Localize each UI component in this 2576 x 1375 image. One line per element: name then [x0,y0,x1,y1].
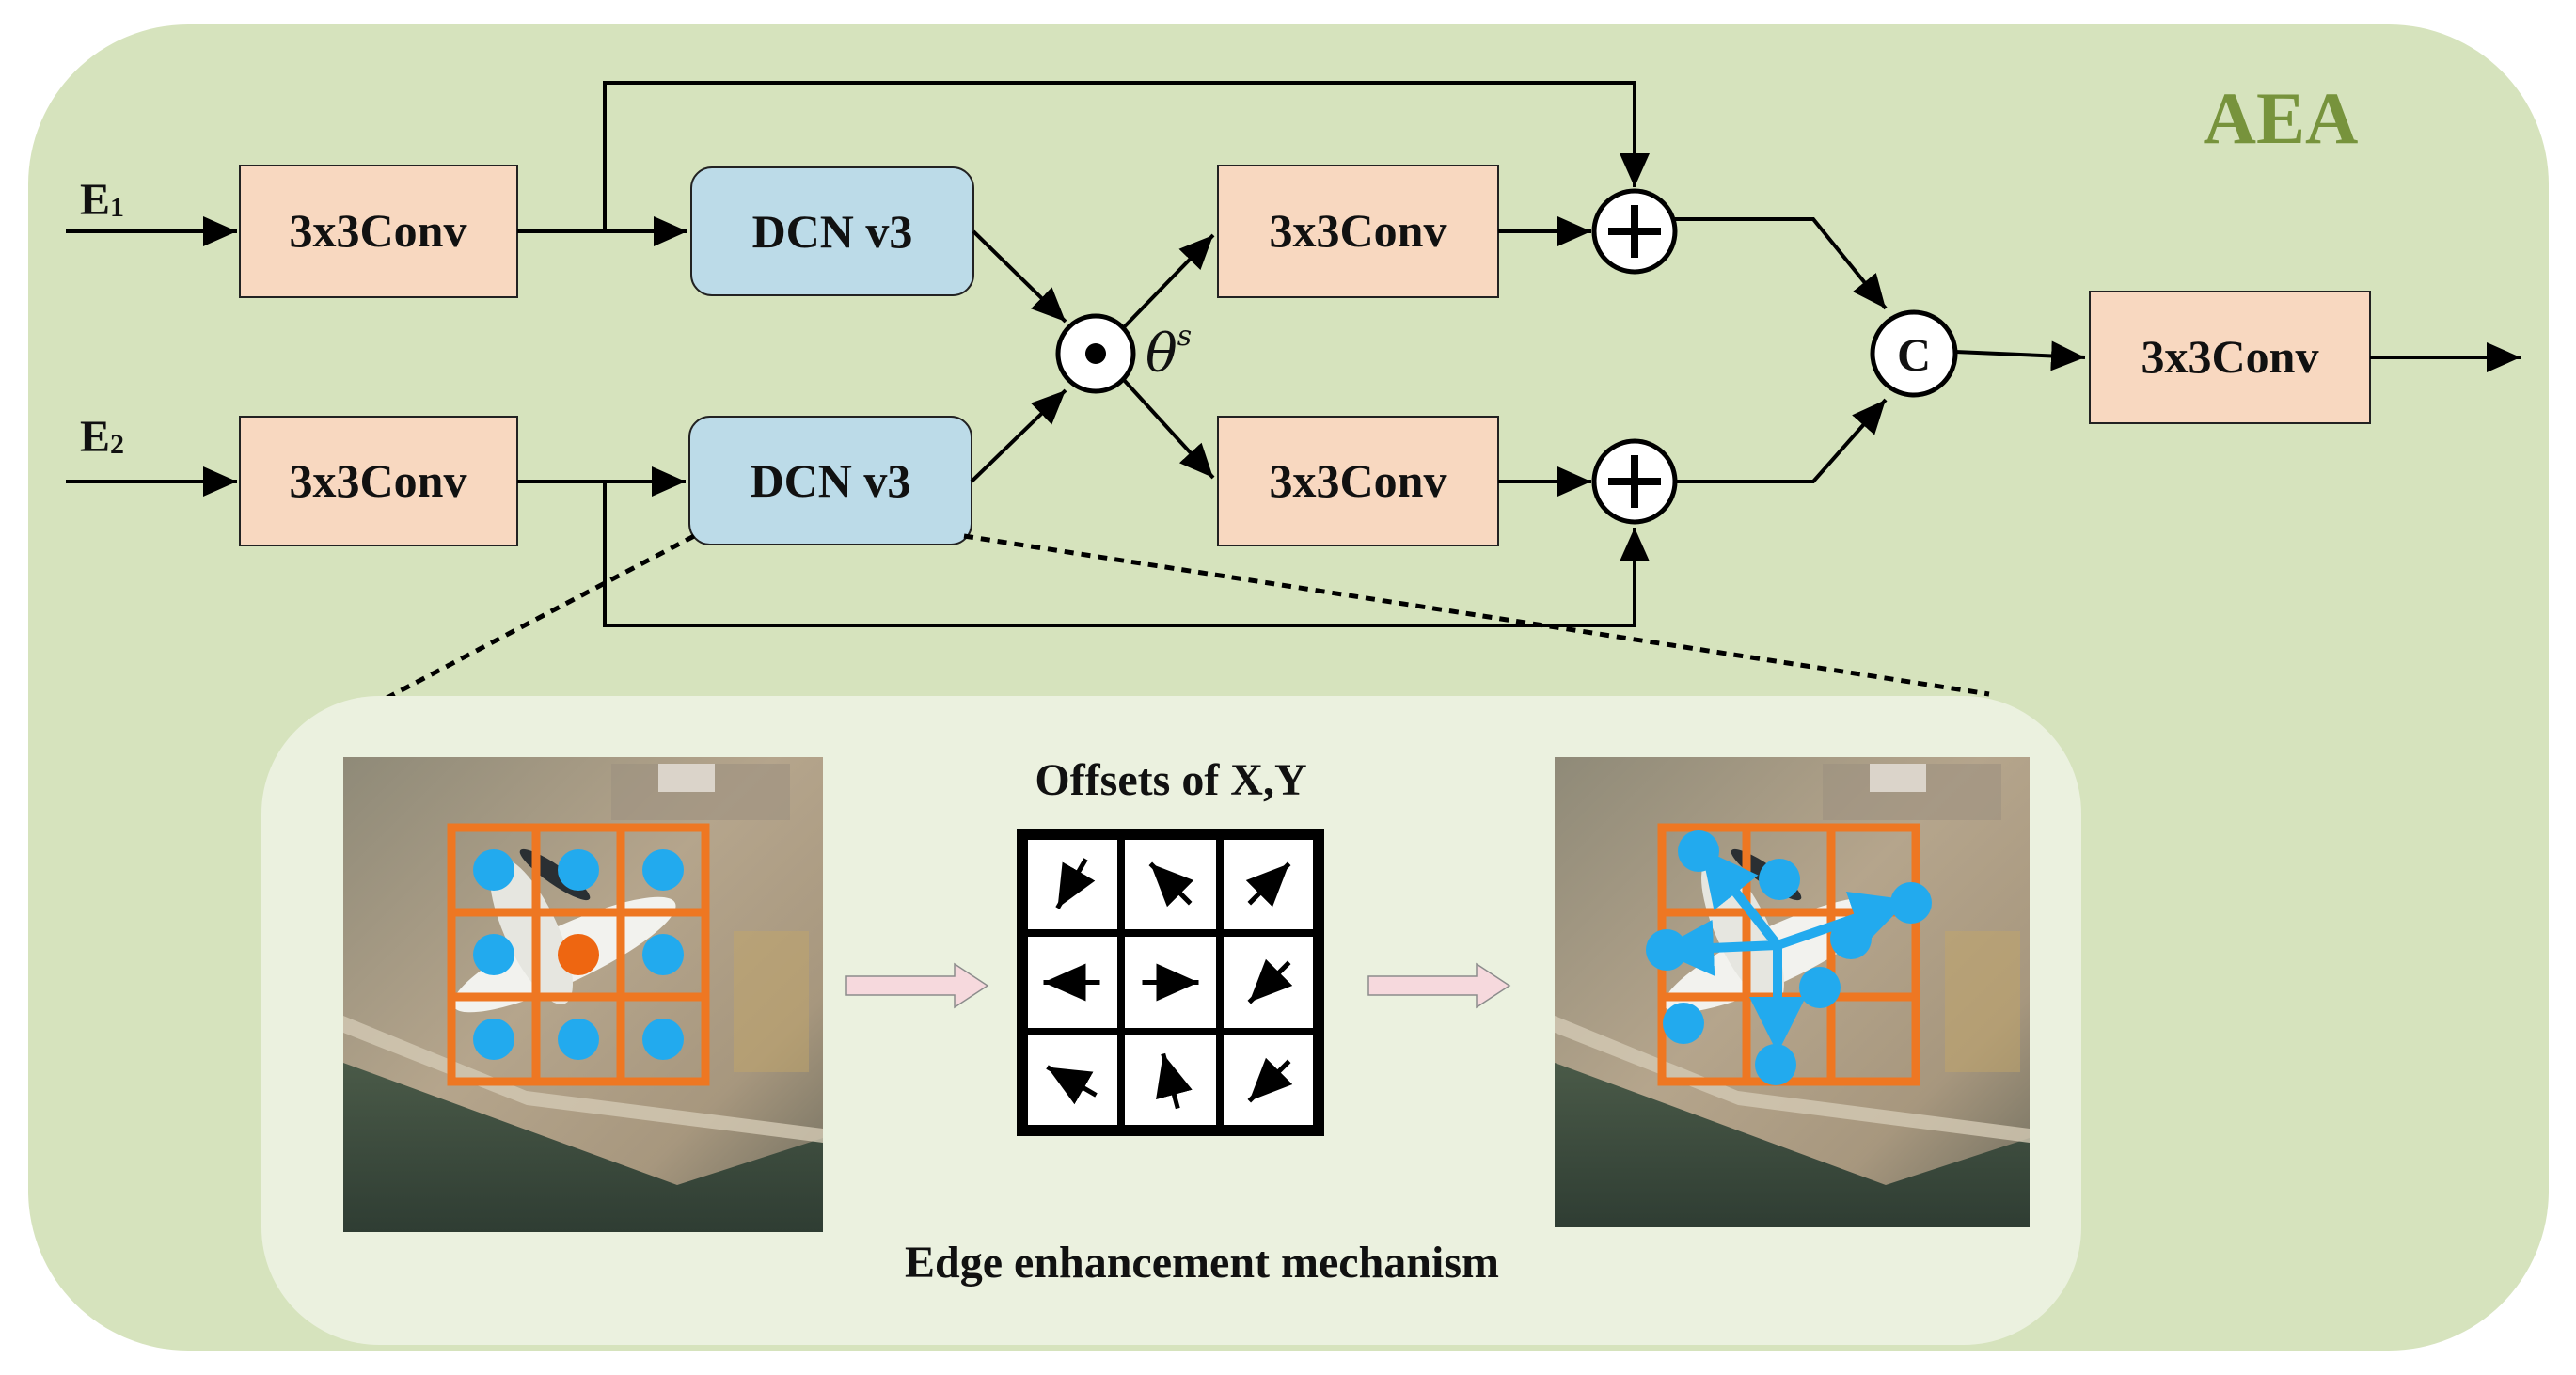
arrow-dcn2-dot [970,388,1067,483]
offset-arrow [1148,861,1194,908]
zoom-line-right [963,533,1990,697]
skip-top [603,81,1650,231]
svg-text:3x3Conv: 3x3Conv [2141,330,2319,383]
arrow-dot-conv4 [1122,378,1215,480]
offset-arrow [1055,858,1096,909]
sampling-points-right [1646,830,1932,1085]
offsets-title: Offsets of X,Y [1035,755,1306,805]
offset-arrow [1156,1052,1193,1110]
input-label-e2: E2 [80,412,124,462]
input-label-e1: E1 [80,175,124,225]
conv-box-1: 3x3Conv [239,165,518,298]
svg-text:3x3Conv: 3x3Conv [1270,454,1447,507]
offset-arrow [1247,1057,1293,1103]
svg-text:3x3Conv: 3x3Conv [1270,204,1447,257]
arrow-concat-convout [1954,340,2086,371]
skip-bottom [603,482,1650,627]
theta-symbol: θs [1146,320,1192,385]
arrow-dcn1-dot [972,229,1067,324]
svg-text:3x3Conv: 3x3Conv [290,454,467,507]
dot-product-operator [1055,313,1136,394]
transition-arrow-2 [1367,962,1511,1009]
concat-operator: C [1870,309,1958,398]
arrow-dot-conv3 [1122,233,1215,329]
svg-text:DCN v3: DCN v3 [751,454,911,507]
zoom-line-left [374,533,696,706]
dcn-box-2: DCN v3 [688,416,972,545]
sampling-grid-left [447,823,710,1086]
add-operator-1 [1591,188,1678,275]
conv-box-2: 3x3Conv [239,416,518,546]
aerial-image-right [1555,757,2030,1227]
transition-arrow-1 [845,962,989,1009]
svg-text:C: C [1897,328,1931,381]
offset-arrow [1046,1065,1098,1105]
sampling-points-left [473,849,684,1060]
offset-arrows [1043,858,1293,1110]
conv-box-4: 3x3Conv [1217,416,1499,546]
offset-arrow [1247,958,1293,1004]
conv-box-3: 3x3Conv [1217,165,1499,298]
offset-arrow [1245,861,1291,908]
arrow-plus2-concat [1675,398,1888,483]
add-operator-2 [1591,438,1678,525]
edge-enhancement-caption: Edge enhancement mechanism [905,1238,1499,1288]
conv-box-output: 3x3Conv [2089,291,2371,424]
arrow-plus1-concat [1675,217,1888,310]
svg-text:DCN v3: DCN v3 [752,205,913,258]
module-title: AEA [2204,77,2359,159]
dcn-box-1: DCN v3 [690,166,974,296]
svg-text:3x3Conv: 3x3Conv [290,204,467,257]
